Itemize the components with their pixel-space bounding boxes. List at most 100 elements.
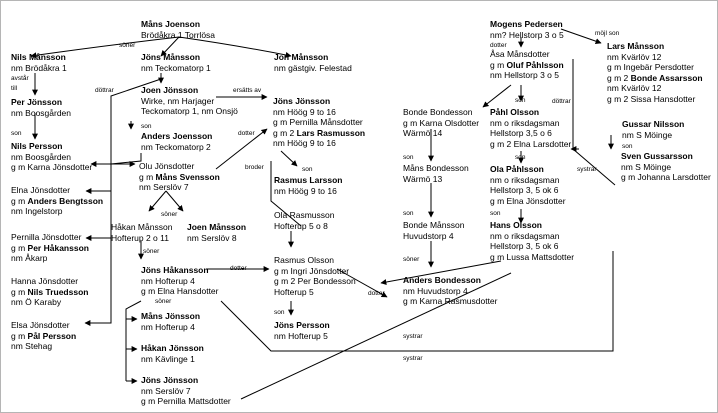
person-plain: Elsa Jönsdotter [11, 320, 70, 330]
person-name: Oluf Påhlsson [506, 59, 564, 70]
label-son: son [274, 309, 285, 316]
person-name: Påhl Olsson [490, 107, 540, 117]
person-plain: Bonde Bondesson [403, 107, 473, 117]
person-name: Jöns Jönsson [273, 96, 331, 106]
label-broder: broder [245, 164, 264, 171]
person-nils-persson: Nils Persson nm Boosgården g m Karna Jön… [11, 141, 92, 173]
person-detail: g m 2 Sissa Hansdotter [607, 93, 696, 104]
label-son: son [11, 130, 22, 137]
person-detail: Brödåkra 1 Torrlösa [141, 29, 216, 40]
person-name: Ola Påhlsson [490, 164, 544, 174]
person-joen-mansson: Joen Månsson nm Serslöv 8 [187, 222, 246, 243]
person-detail: nm gästgiv. Felestad [274, 62, 352, 73]
person-detail: g m Elna Jönsdotter [490, 195, 566, 206]
person-name: Måns Svensson [155, 171, 220, 182]
person-name: Gussar Nilsson [622, 119, 685, 129]
person-prefix: g m 2 [607, 72, 631, 83]
person-rasmus-larsson: Rasmus Larsson nm Höög 9 to 16 [274, 175, 343, 196]
person-jons-mansson-top: Jöns Månsson nm Teckomatorp 1 [141, 52, 211, 73]
label-dotter: dotter [238, 130, 255, 137]
person-detail: nm Huvudstorp 4 [403, 285, 468, 296]
person-plain: Håkan Månsson [111, 222, 173, 232]
person-detail: nm? Hellstorp 3 o 5 [490, 29, 564, 40]
person-name: Bonde Assarsson [630, 72, 703, 83]
person-detail: Wärmö 13 [403, 173, 443, 184]
label-soner: söner [119, 42, 136, 49]
person-detail: nm S Möinge [621, 161, 672, 172]
person-detail: g m Karna Rasmusdotter [403, 296, 498, 306]
label-till: till [11, 85, 18, 92]
person-name: Rasmus Larsson [274, 175, 343, 185]
person-name: Anders Joensson [141, 131, 213, 141]
person-mogens-pedersen: Mogens Pedersen nm? Hellstorp 3 o 5 [490, 19, 564, 40]
person-prefix: g m [11, 330, 28, 341]
person-gussar-nilsson: Gussar Nilsson nm S Möinge [622, 119, 684, 140]
person-detail: nm Hofterup 5 [274, 330, 328, 341]
person-jon-mansson: Jon Månsson nm gästgiv. Felestad [274, 52, 352, 73]
person-prefix: g m 2 [273, 127, 297, 138]
person-detail: g m Karna Jönsdotter [11, 162, 93, 172]
person-sven-gussarsson: Sven Gussarsson nm S Möinge g m Johanna … [621, 151, 711, 183]
person-name: Håkan Jönsson [141, 343, 204, 353]
label-dotter: dotter [368, 290, 385, 297]
person-detail: nm Boosgården [11, 107, 72, 118]
person-name: Nils Truedsson [27, 286, 89, 297]
person-detail: nm Ö Karaby [11, 297, 62, 307]
person-prefix: g m [490, 59, 507, 70]
label-dotter: dotter [490, 42, 507, 49]
person-name: Per Jönsson [11, 97, 63, 107]
person-detail: nm Serslöv 7 [141, 385, 191, 396]
person-olu-jonsdotter: Olu Jönsdotter g m Måns Svensson nm Sers… [139, 161, 220, 193]
label-son: son [515, 154, 526, 161]
person-detail: nm Kvärlöv 12 [607, 83, 662, 93]
person-anders-joensson: Anders Joensson nm Teckomatorp 2 [141, 131, 212, 152]
person-ola-rasmusson: Ola Rasmusson Hofterup 5 o 8 [274, 210, 334, 231]
person-detail: nm Boosgården [11, 151, 72, 162]
person-detail: nm Stehag [11, 341, 53, 351]
person-jons-persson: Jöns Persson nm Hofterup 5 [274, 320, 330, 341]
person-bonde-mansson: Bonde Månsson Huvudstorp 4 [403, 220, 464, 241]
person-detail: nm Serslöv 8 [187, 232, 237, 243]
person-jons-jonsson-hoog: Jöns Jönsson nm Höög 9 to 16 g m Pernill… [273, 96, 365, 149]
person-detail: nm Brödåkra 1 [11, 62, 67, 73]
person-hakan-mansson: Håkan Månsson Hofterup 2 o 11 [111, 222, 172, 243]
person-prefix: g m [139, 171, 156, 182]
label-son: son [302, 166, 313, 173]
label-dottrar: döttrar [552, 98, 571, 105]
person-detail: Hellstorp 3, 5 ok 6 [490, 185, 559, 195]
person-detail: g m Pernilla Mattsdotter [141, 396, 231, 406]
person-name: Lars Rasmusson [296, 127, 366, 138]
person-detail: nm Ingelstorp [11, 206, 63, 216]
person-name: Joen Jönsson [141, 85, 199, 95]
person-jons-hakansson: Jöns Håkansson nm Hofterup 4 g m Elna Ha… [141, 265, 218, 297]
person-detail: nm Kvärlöv 12 [607, 51, 662, 62]
person-detail: Hellstorp 3, 5 ok 6 [490, 241, 559, 251]
person-prefix: g m [11, 195, 28, 206]
label-soner: söner [155, 298, 172, 305]
person-plain: Elna Jönsdotter [11, 185, 71, 195]
person-prefix: g m [11, 242, 28, 253]
label-dotter: dotter [230, 265, 247, 272]
person-detail: Hellstorp 3,5 o 6 [490, 128, 552, 138]
person-detail: g m Elna Hansdotter [141, 286, 219, 296]
person-detail: g m Pernilla Månsdotter [273, 117, 363, 127]
label-systrar: systrar [403, 355, 423, 362]
label-son: son [403, 210, 414, 217]
person-detail: nm Höög 9 to 16 [274, 185, 337, 196]
person-detail: Wirke, nm Harjager [141, 95, 215, 106]
person-hakan-jonsson: Håkan Jönsson nm Kävlinge 1 [141, 343, 204, 364]
label-soner: söner [403, 256, 420, 263]
person-detail: nm Hofterup 4 [141, 321, 195, 332]
person-detail: g m Johanna Larsdotter [621, 172, 711, 182]
person-mans-joenson: Måns Joenson Brödåkra 1 Torrlösa [141, 19, 215, 40]
person-pahl-olsson: Påhl Olsson nm o riksdagsman Hellstorp 3… [490, 107, 571, 149]
person-detail: Teckomatorp 1, nm Onsjö [141, 106, 238, 116]
person-detail: nm Höög 9 to 16 [273, 138, 336, 148]
label-son: son [622, 143, 633, 150]
person-name: Nils Persson [11, 141, 63, 151]
person-plain: Olu Jönsdotter [139, 161, 195, 171]
person-detail: nm Hofterup 4 [141, 275, 195, 286]
person-name: Anders Bondesson [403, 275, 481, 285]
